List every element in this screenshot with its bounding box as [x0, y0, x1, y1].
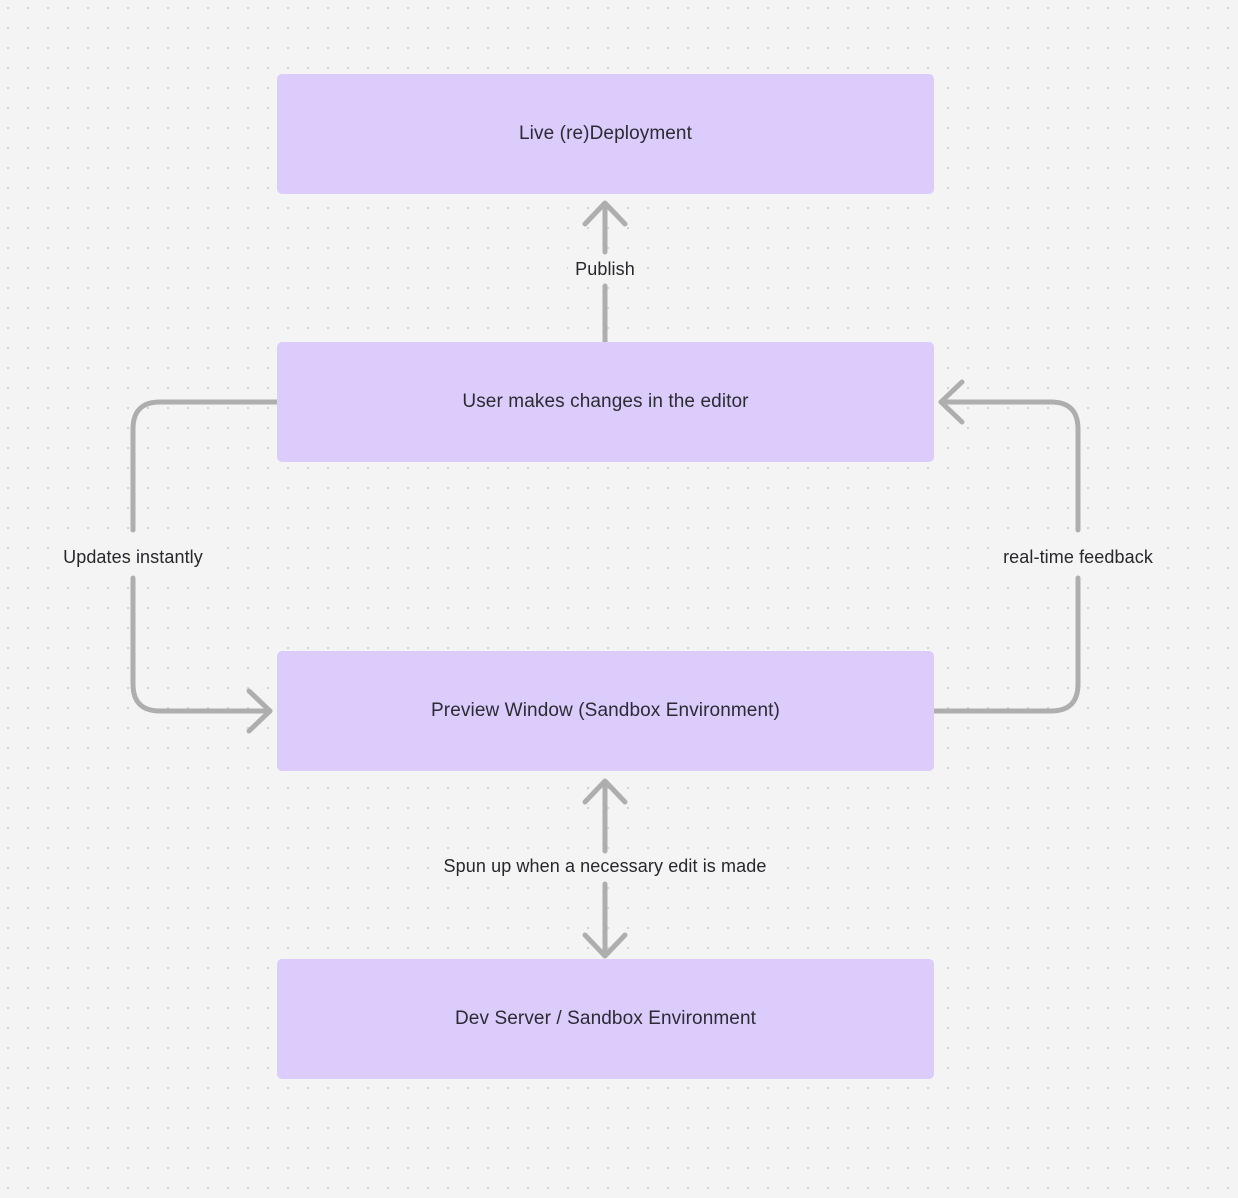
- edge-label-publish: Publish: [568, 257, 642, 283]
- node-user-makes-changes-label: User makes changes in the editor: [462, 391, 749, 413]
- edge-label-updates-instantly: Updates instantly: [56, 545, 210, 571]
- node-live-redeployment[interactable]: Live (re)Deployment: [277, 74, 934, 194]
- node-user-makes-changes[interactable]: User makes changes in the editor: [277, 342, 934, 462]
- node-dev-server[interactable]: Dev Server / Sandbox Environment: [277, 959, 934, 1079]
- node-dev-server-label: Dev Server / Sandbox Environment: [454, 1008, 756, 1030]
- node-preview-window-label: Preview Window (Sandbox Environment): [431, 700, 780, 722]
- node-live-redeployment-label: Live (re)Deployment: [519, 123, 692, 145]
- edge-label-spun-up: Spun up when a necessary edit is made: [436, 854, 774, 880]
- node-preview-window[interactable]: Preview Window (Sandbox Environment): [277, 651, 934, 771]
- edge-label-real-time-feedback: real-time feedback: [996, 545, 1160, 571]
